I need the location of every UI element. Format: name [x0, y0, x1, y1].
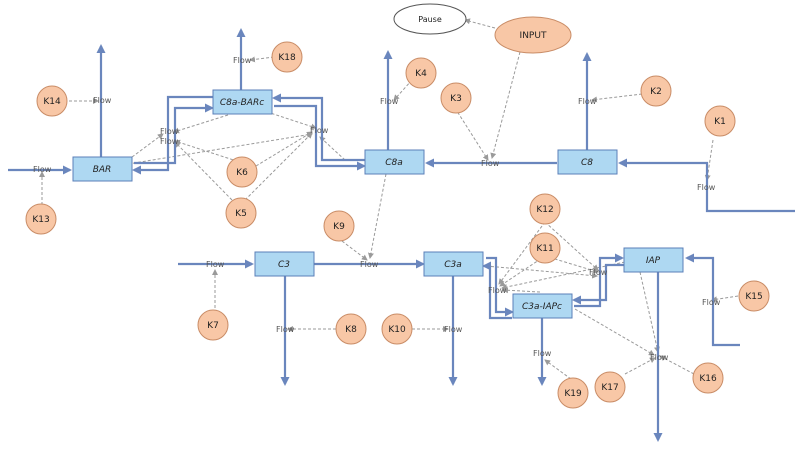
param-label: K11 [536, 244, 553, 254]
param-k8[interactable]: K8 [335, 313, 367, 345]
param-label: K3 [450, 94, 462, 104]
param-k10[interactable]: K10 [381, 313, 413, 345]
param-label: K2 [650, 87, 662, 97]
flow-label: Flow [33, 165, 52, 174]
param-k16[interactable]: K16 [692, 362, 724, 394]
stock-c8a-barc[interactable]: C8a-BARc [212, 89, 273, 115]
param-label: K8 [345, 325, 357, 335]
stock-label: C8 [581, 158, 593, 168]
flow-label: Flow [276, 325, 295, 334]
param-label: K15 [745, 292, 762, 302]
flow-label: Flow [578, 97, 597, 106]
param-k12[interactable]: K12 [529, 193, 561, 225]
flow-label: Flow [488, 286, 507, 295]
param-label: K9 [333, 222, 345, 232]
param-k17[interactable]: K17 [594, 371, 626, 403]
param-label: K6 [236, 168, 248, 178]
stock-c8[interactable]: C8 [557, 149, 618, 175]
flow-label: Flow [360, 260, 379, 269]
flow-label: Flow [702, 298, 721, 307]
param-label: K18 [278, 53, 296, 63]
stock-label: C3a-IAPc [522, 302, 562, 312]
flow-labels: Flow Flow Flow Flow Flow Flow Flow Flow … [33, 56, 721, 362]
param-k11[interactable]: K11 [529, 232, 561, 264]
stock-label: C8a-BARc [220, 98, 264, 108]
flow-label: Flow [310, 126, 329, 135]
pause-node[interactable]: Pause [393, 3, 467, 35]
input-node[interactable]: INPUT [494, 16, 572, 54]
flow-lines [8, 28, 795, 442]
flow-label: Flow [160, 137, 179, 146]
flow-label: Flow [160, 127, 179, 136]
stock-label: IAP [646, 256, 661, 266]
stock-label: C3a [444, 260, 462, 270]
param-k2[interactable]: K2 [640, 75, 672, 107]
param-k6[interactable]: K6 [226, 156, 258, 188]
param-k9[interactable]: K9 [323, 210, 355, 242]
dashed-links [39, 18, 739, 383]
param-label: K10 [388, 325, 406, 335]
param-k4[interactable]: K4 [405, 57, 437, 89]
param-label: K14 [43, 97, 61, 107]
stock-c3[interactable]: C3 [254, 251, 315, 277]
param-k7[interactable]: K7 [197, 309, 229, 341]
stock-label: C8a [385, 158, 403, 168]
param-k18[interactable]: K18 [271, 41, 303, 73]
param-label: K4 [415, 69, 427, 79]
input-label: INPUT [520, 31, 547, 41]
stock-c3a-iapc[interactable]: C3a-IAPc [512, 293, 573, 319]
stock-bar[interactable]: BAR [72, 156, 133, 182]
flow-label: Flow [481, 159, 500, 168]
flow-label: Flow [206, 260, 225, 269]
flow-label: Flow [533, 349, 552, 358]
flow-label: Flow [650, 353, 669, 362]
param-k15[interactable]: K15 [738, 280, 770, 312]
param-k19[interactable]: K19 [557, 377, 589, 409]
param-k3[interactable]: K3 [440, 82, 472, 114]
param-label: K5 [235, 209, 247, 219]
stock-iap[interactable]: IAP [623, 247, 684, 273]
flow-label: Flow [380, 97, 399, 106]
flow-label: Flow [233, 56, 252, 65]
flow-label: Flow [697, 183, 716, 192]
param-label: K17 [601, 383, 618, 393]
param-label: K12 [536, 205, 553, 215]
param-label: K7 [207, 321, 219, 331]
param-label: K19 [564, 389, 582, 399]
stock-label: BAR [93, 165, 112, 175]
pause-label: Pause [418, 15, 442, 24]
param-k5[interactable]: K5 [225, 197, 257, 229]
stock-c3a[interactable]: C3a [423, 251, 484, 277]
stock-label: C3 [278, 260, 290, 270]
flow-label: Flow [444, 325, 463, 334]
flow-label: Flow [589, 268, 608, 277]
flow-label: Flow [93, 96, 112, 105]
param-label: K16 [699, 374, 717, 384]
param-k14[interactable]: K14 [36, 85, 68, 117]
param-k13[interactable]: K13 [25, 203, 57, 235]
param-k1[interactable]: K1 [704, 105, 736, 137]
param-label: K13 [32, 215, 49, 225]
param-label: K1 [714, 117, 726, 127]
stock-c8a[interactable]: C8a [364, 149, 425, 175]
